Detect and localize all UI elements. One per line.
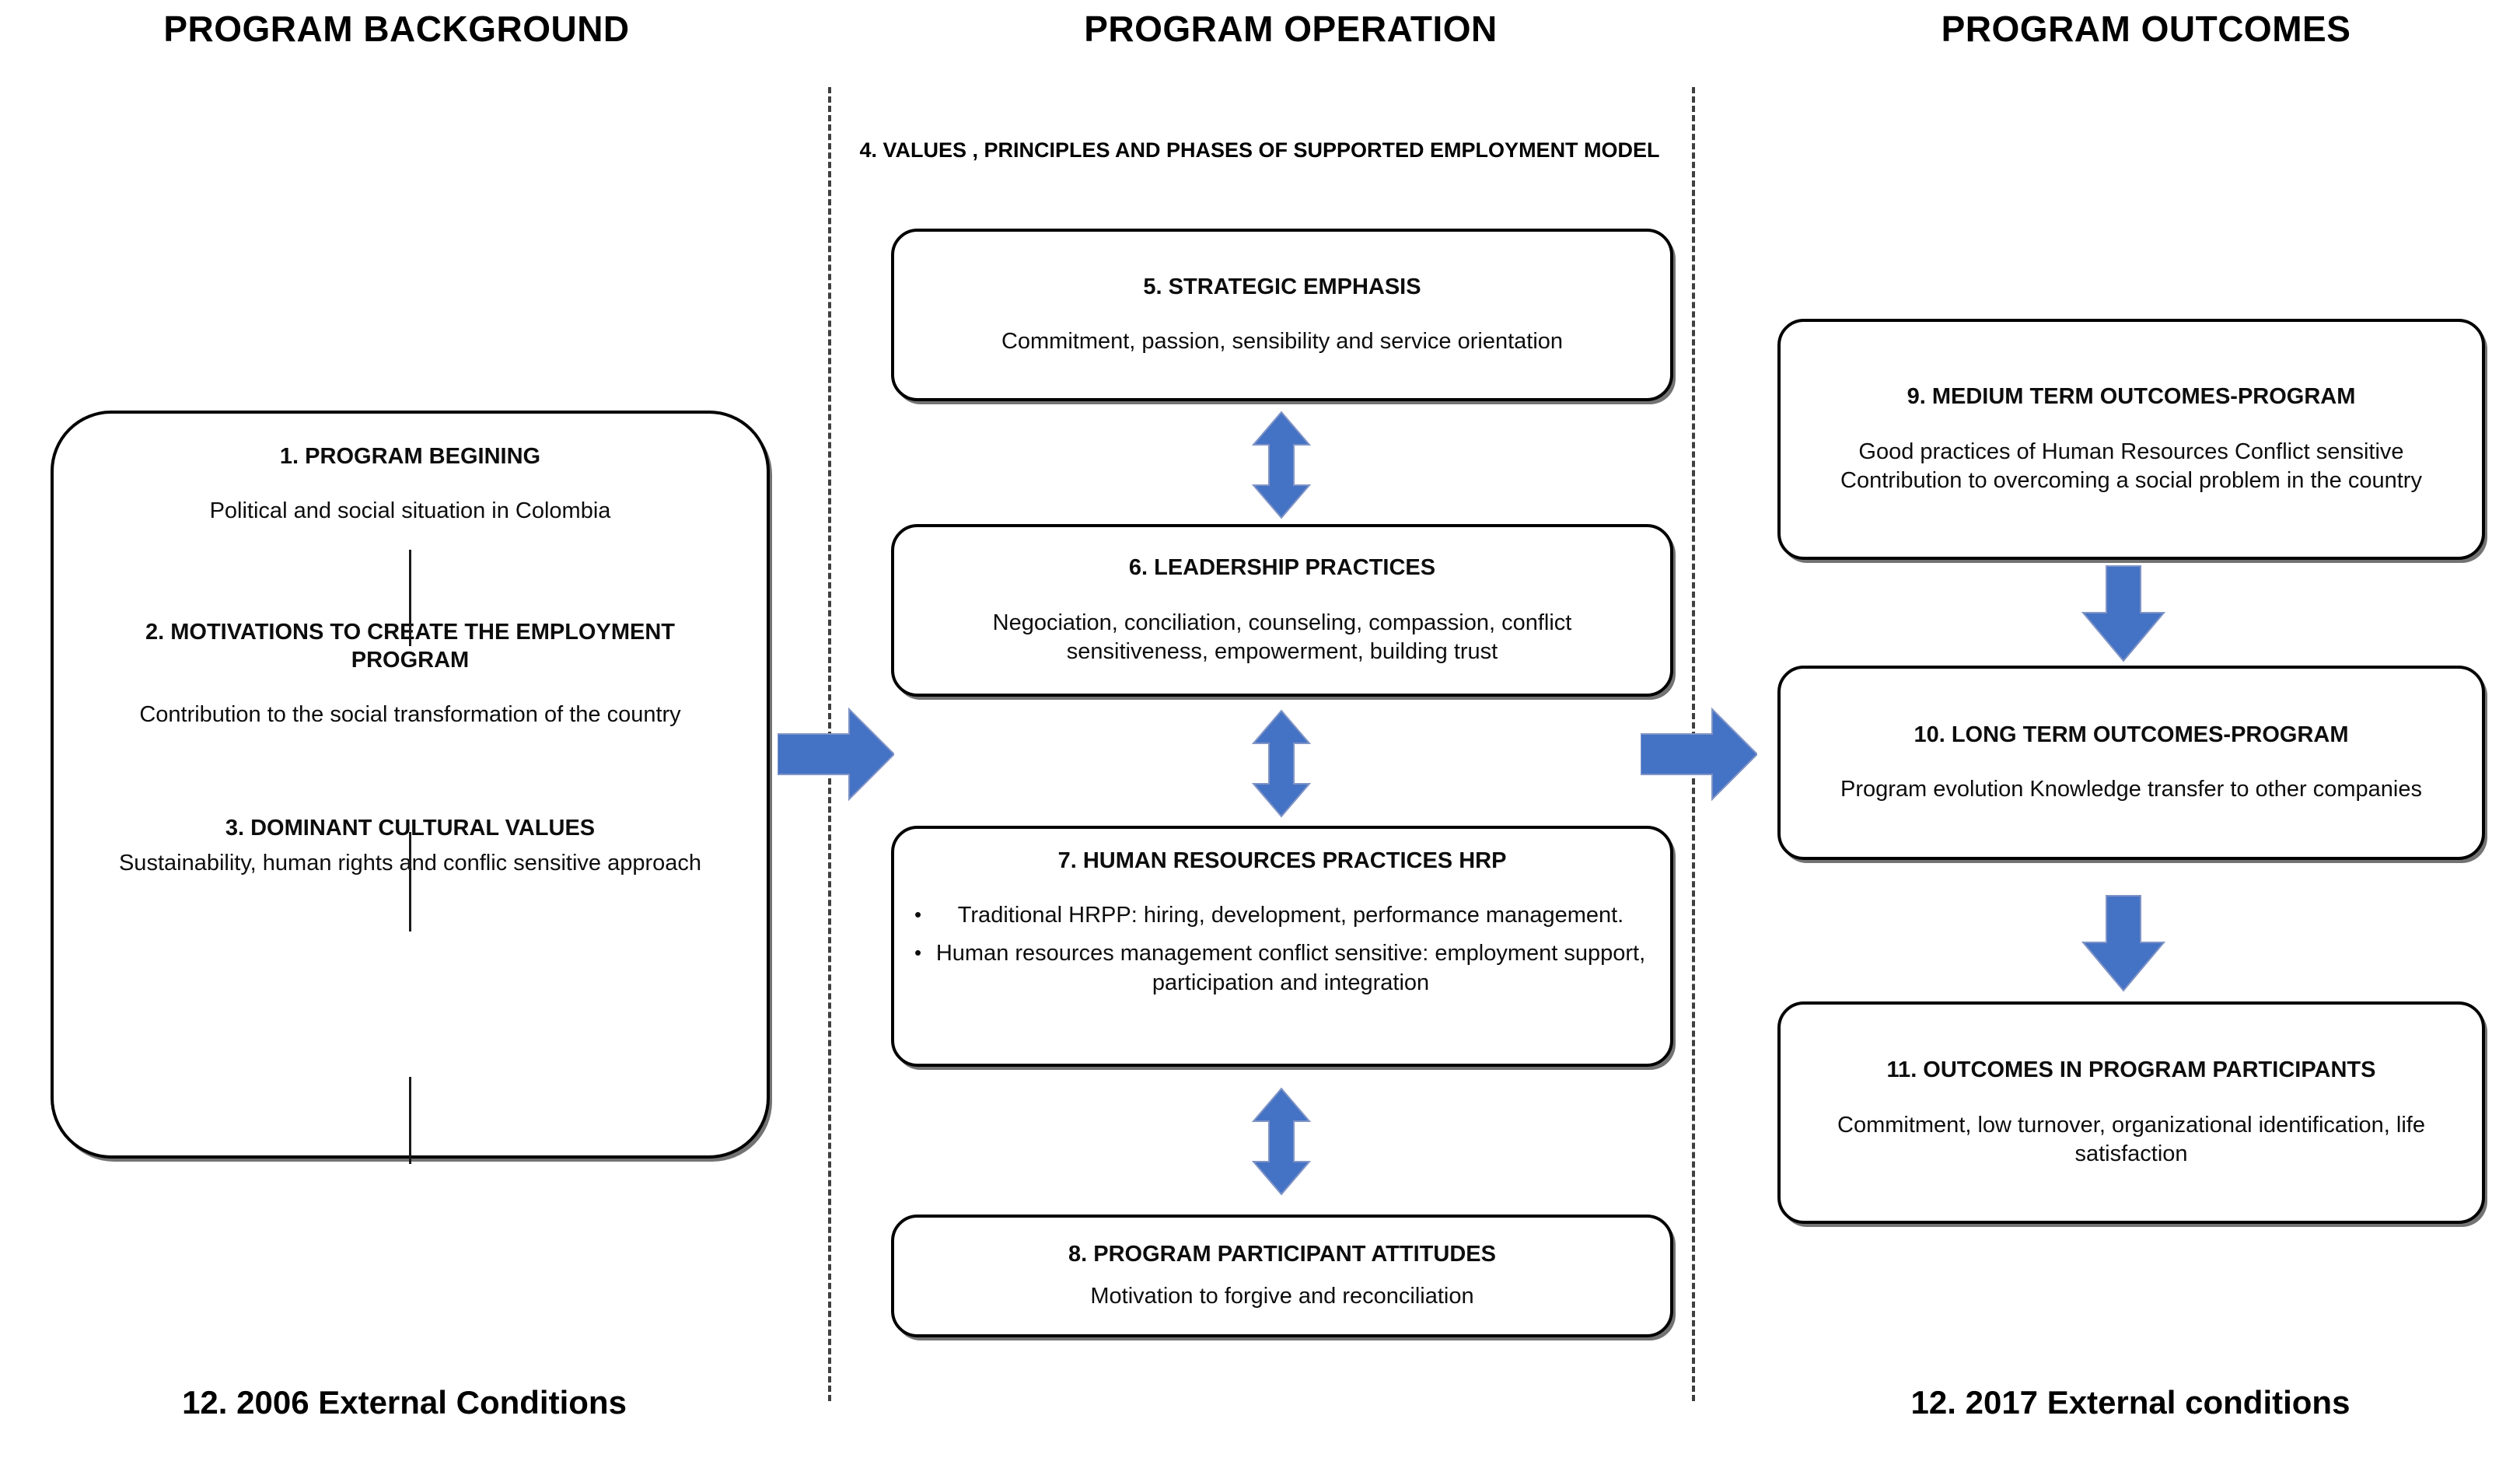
- arrow-background-to-operation-icon: [778, 704, 894, 804]
- node-10-body: Program evolution Knowledge transfer to …: [1840, 777, 2422, 802]
- bullet-dot-icon: •: [914, 941, 922, 965]
- node-2-body: Contribution to the social transformatio…: [139, 702, 681, 728]
- node-10-title: 10. LONG TERM OUTCOMES-PROGRAM: [1914, 722, 2349, 747]
- arrow-node5-node6-double-icon: [1250, 411, 1312, 519]
- node-8-program-participant-attitudes: 8. PROGRAM PARTICIPANT ATTITUDES Motivat…: [891, 1215, 1673, 1337]
- node-11-title: 11. OUTCOMES IN PROGRAM PARTICIPANTS: [1886, 1057, 2376, 1083]
- node-9-body: Good practices of Human Resources Confli…: [1840, 439, 2422, 493]
- arrow-node9-node10-icon: [2081, 564, 2166, 662]
- node-10-long-term-outcomes: 10. LONG TERM OUTCOMES-PROGRAM Program e…: [1777, 666, 2485, 860]
- node-7-bullet-2: Human resources management conflict sens…: [935, 941, 1646, 995]
- node-11-outcomes-in-program-participants: 11. OUTCOMES IN PROGRAM PARTICIPANTS Com…: [1777, 1001, 2485, 1224]
- node-6-title: 6. LEADERSHIP PRACTICES: [1128, 555, 1436, 581]
- node-1-body: Political and social situation in Colomb…: [209, 498, 611, 524]
- column-header-program-operation: PROGRAM OPERATION: [1084, 9, 1498, 49]
- node-7-title: 7. HUMAN RESOURCES PRACTICES HRP: [1057, 848, 1507, 873]
- arrow-node10-node11-icon: [2081, 894, 2166, 992]
- node-7-bullet-1: Traditional HRPP: hiring, development, p…: [957, 903, 1624, 928]
- section-subtitle-values-principles-phases: 4. VALUES , PRINCIPLES AND PHASES OF SUP…: [859, 138, 1660, 162]
- arrow-node7-node8-double-icon: [1250, 1087, 1312, 1196]
- column-header-program-outcomes: PROGRAM OUTCOMES: [1941, 9, 2351, 49]
- connector-node2-node3: [409, 832, 411, 931]
- arrow-node6-node7-double-icon: [1250, 709, 1312, 818]
- footer-right-external-conditions: 12. 2017 External conditions: [1910, 1384, 2350, 1421]
- program-background-container: 1. PROGRAM BEGINING Political and social…: [51, 411, 770, 1159]
- list-item: • Traditional HRPP: hiring, development,…: [911, 901, 1653, 930]
- bullet-dot-icon: •: [914, 903, 922, 927]
- node-6-body: Negociation, conciliation, counseling, c…: [992, 610, 1572, 664]
- node-11-body: Commitment, low turnover, organizational…: [1837, 1112, 2425, 1166]
- footer-left-external-conditions: 12. 2006 External Conditions: [182, 1384, 627, 1421]
- node-6-leadership-practices: 6. LEADERSHIP PRACTICES Negociation, con…: [891, 524, 1673, 697]
- node-9-title: 9. MEDIUM TERM OUTCOMES-PROGRAM: [1907, 384, 2356, 410]
- arrow-operation-to-outcomes-icon: [1641, 704, 1757, 804]
- column-header-program-background: PROGRAM BACKGROUND: [163, 9, 630, 49]
- node-5-strategic-emphasis: 5. STRATEGIC EMPHASIS Commitment, passio…: [891, 229, 1673, 401]
- list-item: • Human resources management conflict se…: [911, 939, 1653, 997]
- node-5-title: 5. STRATEGIC EMPHASIS: [1143, 274, 1421, 299]
- node-7-bullet-list: • Traditional HRPP: hiring, development,…: [911, 901, 1653, 997]
- connector-node3-bottom: [409, 1077, 411, 1164]
- node-1-title: 1. PROGRAM BEGINING: [279, 444, 541, 469]
- node-8-title: 8. PROGRAM PARTICIPANT ATTITUDES: [1068, 1241, 1496, 1267]
- node-7-human-resources-practices: 7. HUMAN RESOURCES PRACTICES HRP • Tradi…: [891, 826, 1673, 1067]
- node-9-medium-term-outcomes: 9. MEDIUM TERM OUTCOMES-PROGRAM Good pra…: [1777, 319, 2485, 560]
- node-5-body: Commitment, passion, sensibility and ser…: [1001, 329, 1564, 355]
- node-8-body: Motivation to forgive and reconciliation: [1090, 1284, 1474, 1309]
- connector-node1-node2: [409, 550, 411, 646]
